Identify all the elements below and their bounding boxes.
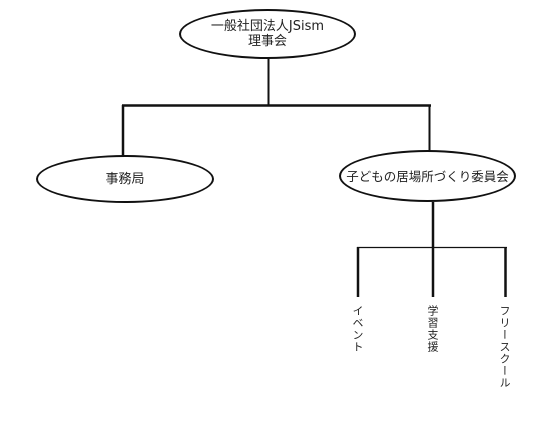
node-secretariat-label: 事務局: [105, 171, 145, 187]
sub-item-event: イベント: [351, 305, 364, 353]
root-node-subtitle: 理事会: [247, 34, 287, 49]
node-children-place-committee-label: 子どもの居場所づくり委員会: [346, 168, 509, 184]
sub-item-free-school: フリースクール: [498, 305, 511, 389]
sub-item-study-support: 学習支援: [426, 305, 439, 353]
node-secretariat: 事務局: [36, 155, 214, 203]
root-node-board: 一般社団法人JSism 理事会: [179, 9, 356, 59]
root-node-title: 一般社団法人JSism: [210, 19, 325, 34]
node-children-place-committee: 子どもの居場所づくり委員会: [339, 150, 516, 202]
